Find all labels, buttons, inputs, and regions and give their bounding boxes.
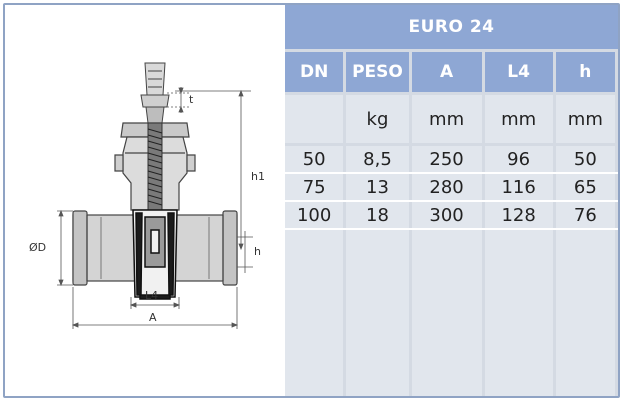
body-column bbox=[411, 146, 482, 396]
header-a: A bbox=[411, 52, 482, 92]
table-body-columns bbox=[285, 146, 618, 396]
dimension-lines bbox=[57, 87, 253, 329]
unit-peso: kg bbox=[346, 95, 409, 143]
cell-dn: 100 bbox=[296, 204, 332, 226]
header-l4: L4 bbox=[484, 52, 553, 92]
unit-dn bbox=[285, 95, 344, 143]
header-peso: PESO bbox=[346, 52, 409, 92]
header-h: h bbox=[555, 52, 615, 92]
cell-peso: 8,5 bbox=[363, 148, 392, 170]
body-column bbox=[285, 146, 344, 396]
cell-l4: 96 bbox=[507, 148, 531, 170]
valve-stem bbox=[147, 122, 163, 212]
cell-h: 50 bbox=[573, 148, 597, 170]
cell-dn: 50 bbox=[302, 148, 326, 170]
cell-a: 280 bbox=[429, 176, 464, 198]
valve-drawing-svg bbox=[57, 62, 253, 329]
valve-bonnet bbox=[114, 122, 196, 211]
table-row: 50 8,5 250 96 50 bbox=[285, 146, 618, 172]
cell-a: 250 bbox=[429, 148, 464, 170]
row-divider bbox=[285, 200, 618, 202]
table-header-row: DN PESO A L4 h bbox=[285, 52, 618, 92]
cell-l4: 116 bbox=[501, 176, 536, 198]
body-column bbox=[555, 146, 615, 396]
cell-l4: 128 bbox=[501, 204, 536, 226]
valve-drawing: t h1 ØD h L4 A bbox=[5, 5, 287, 396]
unit-l4: mm bbox=[484, 95, 553, 143]
valve-gate-wedge bbox=[132, 209, 178, 300]
row-divider bbox=[285, 228, 618, 230]
cell-h: 65 bbox=[573, 176, 597, 198]
dimension-label-l4: L4 bbox=[145, 289, 159, 302]
cell-peso: 13 bbox=[366, 176, 389, 198]
dimension-label-t: t bbox=[189, 93, 194, 106]
table-row: 75 13 280 116 65 bbox=[285, 174, 618, 200]
dimension-label-h: h bbox=[254, 245, 261, 258]
spec-table: EURO 24 DN PESO A L4 h kg mm mm mm 50 8,… bbox=[285, 5, 618, 396]
cell-peso: 18 bbox=[366, 204, 389, 226]
body-column bbox=[346, 146, 409, 396]
cell-a: 300 bbox=[429, 204, 464, 226]
dimension-label-diameter: ØD bbox=[29, 241, 47, 254]
cell-h: 76 bbox=[573, 204, 597, 226]
unit-h: mm bbox=[555, 95, 615, 143]
dimension-label-a: A bbox=[149, 311, 157, 324]
table-row: 100 18 300 128 76 bbox=[285, 202, 618, 228]
dimension-label-h1: h1 bbox=[251, 170, 265, 183]
valve-stem-cap bbox=[140, 62, 170, 124]
row-divider bbox=[285, 172, 618, 174]
unit-a: mm bbox=[411, 95, 482, 143]
cell-dn: 75 bbox=[302, 176, 326, 198]
table-title: EURO 24 bbox=[285, 5, 618, 49]
header-dn: DN bbox=[285, 52, 344, 92]
table-unit-row: kg mm mm mm bbox=[285, 95, 618, 143]
body-column bbox=[484, 146, 553, 396]
product-frame: t h1 ØD h L4 A EURO 24 DN PESO A L4 h kg… bbox=[3, 3, 620, 398]
